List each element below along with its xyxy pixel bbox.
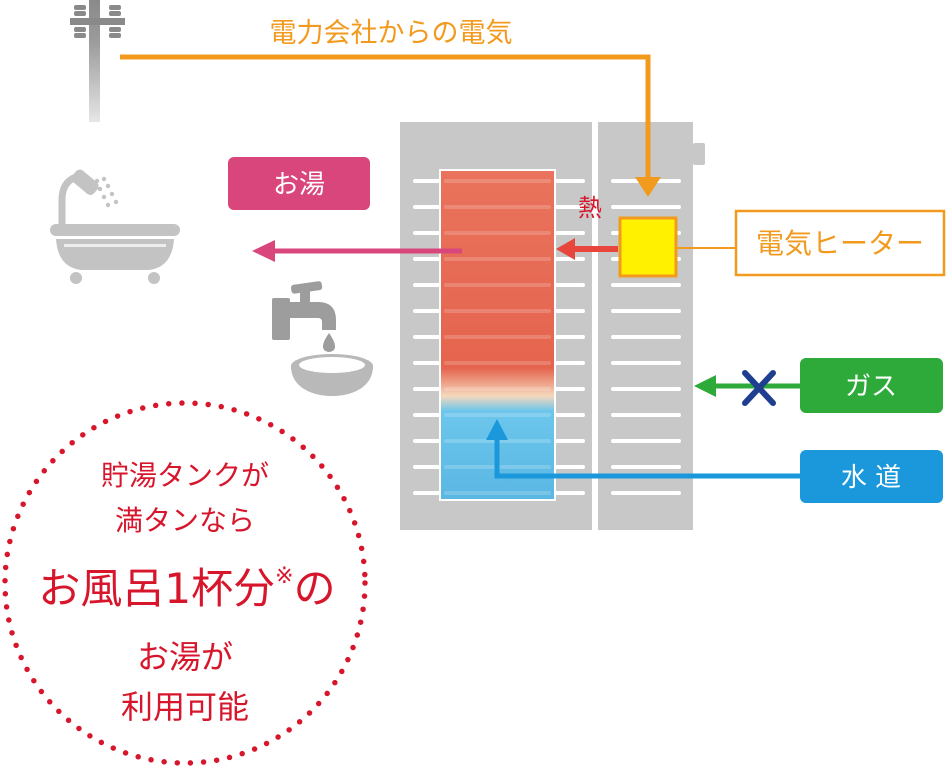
heat-arrowhead	[556, 238, 575, 260]
water-supply-line	[494, 438, 800, 479]
panel-knob	[693, 143, 705, 165]
water-supply-label-box	[800, 450, 943, 503]
dotted-note-circle	[2, 400, 368, 766]
cross-mark-icon	[742, 370, 776, 406]
water-supply-label: 水 道	[841, 463, 901, 493]
gas-label-box	[800, 358, 943, 413]
gas-label: ガス	[845, 372, 897, 402]
note-line-1: 貯湯タンクが	[101, 459, 269, 492]
utility-pole-icon	[70, 0, 125, 122]
note-footnote-mark: ※	[275, 564, 293, 589]
note-line-3-main: お風呂1杯分	[38, 564, 275, 613]
heat-label: 熱	[578, 194, 602, 222]
electricity-arrowhead	[635, 177, 661, 197]
water-supply-arrowhead	[486, 419, 508, 440]
faucet-bowl-icon	[272, 281, 373, 396]
storage-tank-stripes	[444, 179, 551, 495]
note-line-3-end: の	[294, 564, 336, 613]
hot-water-label-box	[228, 157, 370, 210]
water-heater-unit	[400, 122, 705, 530]
electric-heater-label: 電気ヒーター	[756, 227, 924, 260]
electric-heater-label-box	[734, 209, 946, 277]
hot-water-label: お湯	[273, 170, 325, 200]
gas-arrowhead	[694, 375, 716, 397]
note-line-4: お湯が	[137, 638, 233, 676]
electricity-source-label: 電力会社からの電気	[270, 18, 513, 49]
bathtub-shower-icon	[50, 169, 180, 284]
electric-heater-icon	[618, 216, 678, 278]
hot-water-arrowhead	[252, 240, 275, 262]
note-line-2: 満タンなら	[115, 504, 255, 537]
electricity-supply-line	[120, 54, 651, 180]
capacity-note: 貯湯タンクが 満タンなら お風呂1杯分※の お湯が 利用可能	[38, 459, 335, 726]
note-line-3: お風呂1杯分※の	[38, 564, 335, 613]
note-line-5: 利用可能	[121, 688, 249, 726]
